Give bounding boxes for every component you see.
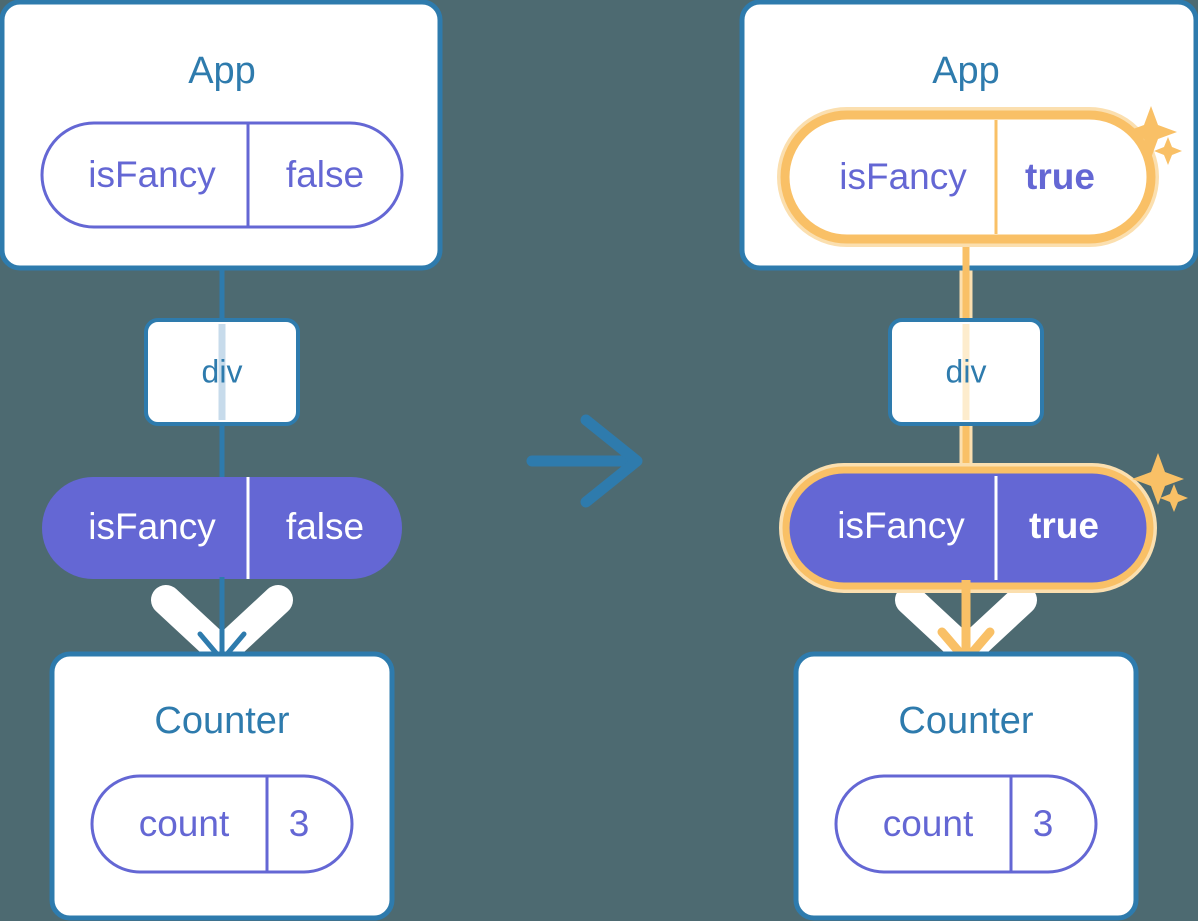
prop-pill-value-right: true — [1029, 505, 1099, 546]
prop-pill-name-right: isFancy — [837, 505, 965, 546]
counter-state-pill-left — [90, 774, 354, 874]
prop-pill-value-left: false — [286, 506, 364, 547]
panel-before: App isFancy false div isFancy false — [0, 0, 443, 921]
app-title-left: App — [188, 50, 256, 92]
counter-state-pill-value-left: 3 — [289, 803, 310, 844]
counter-title-right: Counter — [898, 700, 1034, 742]
div-label-left: div — [202, 353, 243, 389]
counter-state-pill-right — [834, 774, 1098, 874]
sparkle-icon-app-right — [1125, 106, 1182, 165]
div-label-right: div — [946, 353, 987, 389]
app-state-pill-name-right: isFancy — [839, 156, 967, 197]
prop-pill-left — [42, 477, 402, 579]
counter-state-pill-name-right: count — [883, 803, 974, 844]
app-state-pill-name-left: isFancy — [88, 154, 216, 195]
counter-state-pill-value-right: 3 — [1033, 803, 1054, 844]
app-title-right: App — [932, 50, 1000, 92]
app-state-pill-value-right: true — [1025, 156, 1095, 197]
counter-state-pill-name-left: count — [139, 803, 230, 844]
app-state-pill-value-left: false — [286, 154, 364, 195]
sparkle-icon-prop-right — [1132, 453, 1188, 512]
app-state-pill-left — [40, 121, 404, 229]
counter-title-left: Counter — [154, 700, 290, 742]
prop-pill-name-left: isFancy — [88, 506, 216, 547]
transition-arrow — [526, 414, 643, 508]
app-state-pill-ring-right — [780, 110, 1156, 244]
panel-after: App isFancy true div — [739, 0, 1198, 921]
